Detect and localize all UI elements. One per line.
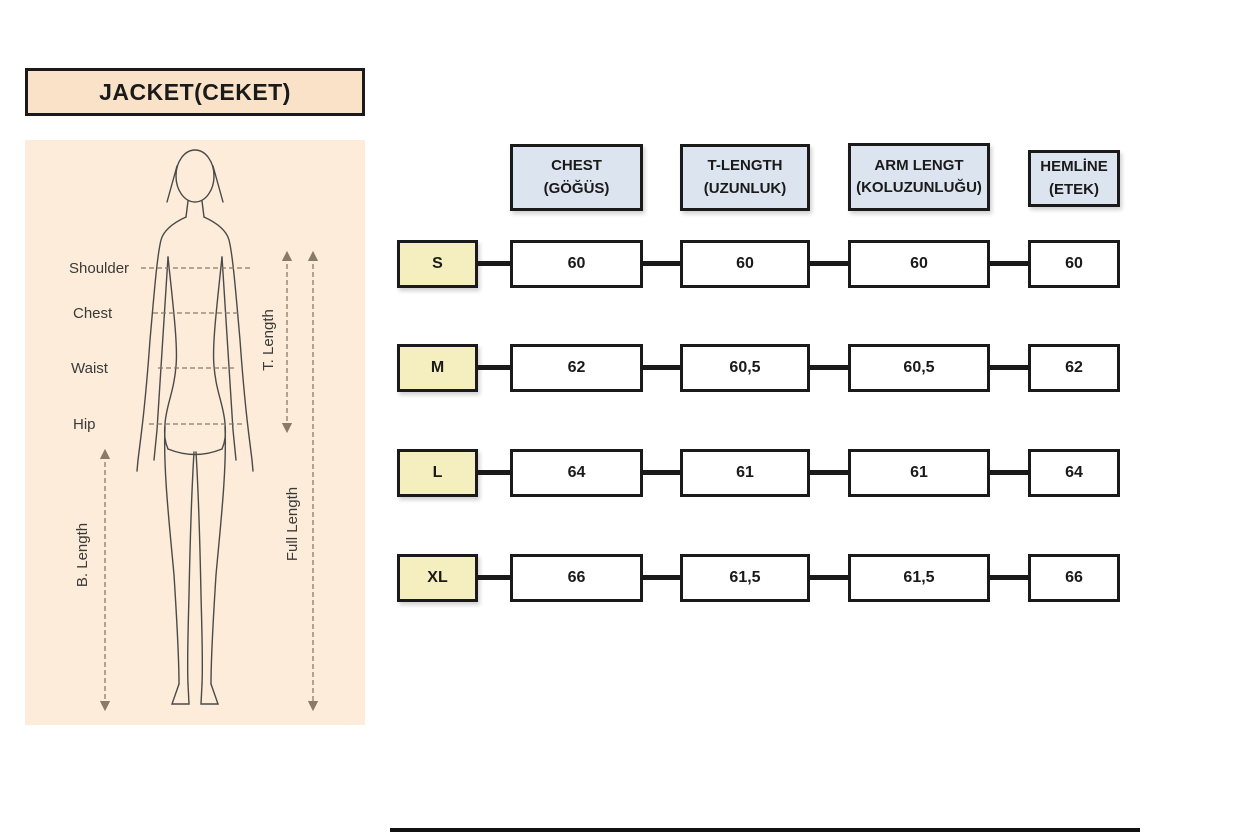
- column-header-t-length: T-LENGTH (UZUNLUK): [680, 144, 810, 211]
- connector-line: [478, 261, 510, 266]
- value-cell-s-t-length: 60: [680, 240, 810, 288]
- connector-line: [478, 470, 510, 475]
- value-cell-l-t-length: 61: [680, 449, 810, 497]
- connector-line: [810, 575, 848, 580]
- connector-line: [990, 575, 1028, 580]
- column-header-line2: (ETEK): [1049, 180, 1099, 198]
- t-length-label: T. Length: [260, 309, 277, 371]
- column-header-line2: (UZUNLUK): [703, 179, 787, 197]
- value-cell-s-arm-length: 60: [848, 240, 990, 288]
- size-badge-m: M: [397, 344, 478, 392]
- size-badge-s: S: [397, 240, 478, 288]
- value-cell-l-arm-length: 61: [848, 449, 990, 497]
- b-length-label: B. Length: [74, 523, 91, 587]
- measurement-guides: [99, 250, 319, 712]
- waist-label: Waist: [71, 360, 109, 377]
- value-cell-s-hemline: 60: [1028, 240, 1120, 288]
- connector-line: [643, 575, 680, 580]
- bottom-edge-line: [390, 828, 1140, 832]
- column-header-line1: CHEST: [551, 157, 602, 174]
- value-cell-m-hemline: 62: [1028, 344, 1120, 392]
- connector-line: [643, 470, 680, 475]
- size-badge-xl: XL: [397, 554, 478, 602]
- column-header-line1: HEMLİNE: [1040, 158, 1108, 175]
- value-cell-xl-hemline: 66: [1028, 554, 1120, 602]
- value-cell-m-arm-length: 60,5: [848, 344, 990, 392]
- connector-line: [810, 470, 848, 475]
- connector-line: [990, 470, 1028, 475]
- body-figure-illustration: Shoulder Chest Waist Hip T. Length Full …: [69, 149, 319, 712]
- column-header-line1: T-LENGTH: [707, 157, 783, 174]
- shoulder-label: Shoulder: [69, 260, 129, 277]
- connector-line: [643, 365, 680, 370]
- value-cell-m-chest: 62: [510, 344, 643, 392]
- connector-line: [478, 365, 510, 370]
- hip-label: Hip: [73, 416, 96, 433]
- column-header-hemline: HEMLİNE (ETEK): [1028, 150, 1120, 207]
- full-length-label: Full Length: [284, 487, 301, 561]
- connector-line: [643, 261, 680, 266]
- column-header-line2: (KOLUZUNLUĞU): [856, 179, 982, 196]
- connector-line: [990, 365, 1028, 370]
- value-cell-s-chest: 60: [510, 240, 643, 288]
- connector-line: [990, 261, 1028, 266]
- connector-line: [810, 365, 848, 370]
- value-cell-xl-t-length: 61,5: [680, 554, 810, 602]
- value-cell-m-t-length: 60,5: [680, 344, 810, 392]
- page-title: JACKET(CEKET): [25, 68, 365, 116]
- body-measurement-panel: Shoulder Chest Waist Hip T. Length Full …: [25, 140, 365, 725]
- body-outline: [136, 149, 254, 705]
- chest-label: Chest: [73, 305, 113, 322]
- column-header-line1: ARM LENGT: [874, 156, 964, 174]
- column-header-chest: CHEST (GÖĞÜS): [510, 144, 643, 211]
- column-header-line2: (GÖĞÜS): [543, 179, 610, 197]
- column-header-arm-length: ARM LENGT (KOLUZUNLUĞU): [848, 143, 990, 211]
- value-cell-xl-chest: 66: [510, 554, 643, 602]
- value-cell-l-chest: 64: [510, 449, 643, 497]
- connector-line: [810, 261, 848, 266]
- value-cell-xl-arm-length: 61,5: [848, 554, 990, 602]
- connector-line: [478, 575, 510, 580]
- size-badge-l: L: [397, 449, 478, 497]
- value-cell-l-hemline: 64: [1028, 449, 1120, 497]
